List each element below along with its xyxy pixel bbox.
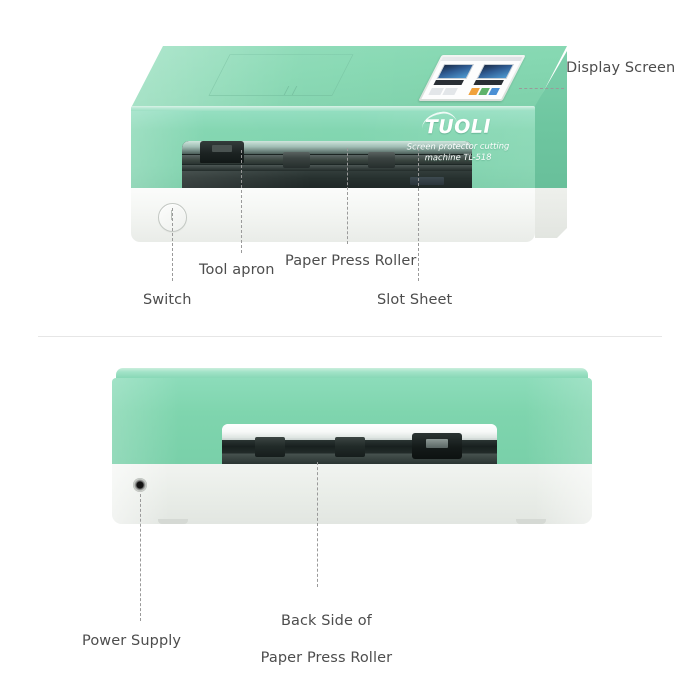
leader-line-slot-sheet (418, 148, 419, 281)
lid-panel-outline (208, 54, 354, 96)
brand-description-line-1: Screen protector cutting (406, 140, 510, 152)
callout-label-tool-apron: Tool apron (199, 262, 275, 278)
screen-status-bar (440, 57, 523, 61)
leader-line-display-screen (519, 88, 564, 89)
back-top-ridge (116, 368, 588, 379)
callout-label-power-supply: Power Supply (82, 633, 182, 649)
back-base-white (112, 464, 592, 524)
paper-press-roller-1 (283, 152, 310, 168)
slot-inner-plate (410, 177, 444, 185)
front-view-machine: TUOLI Screen protector cutting machine T… (131, 46, 567, 242)
screen-button-5 (488, 88, 500, 95)
back-paper-press-roller-1 (255, 437, 285, 457)
paper-press-roller-2 (368, 152, 395, 168)
leader-line-back-paper-press-roller (317, 462, 318, 587)
brand-badge: TUOLI Screen protector cutting machine T… (393, 109, 523, 164)
back-roller-label-line-1: Back Side of (280, 612, 372, 629)
slot-rail-upper (182, 155, 472, 164)
power-supply-port[interactable] (133, 478, 147, 492)
tool-apron-carriage (200, 141, 244, 163)
screen-caption-2 (473, 80, 504, 85)
callout-label-back-side-paper-press-roller: Back Side of Paper Press Roller (237, 593, 397, 686)
slot-glass-edge (182, 141, 472, 154)
leader-line-switch (172, 208, 173, 281)
slot-rail-lower (182, 165, 472, 171)
callout-label-paper-press-roller: Paper Press Roller (285, 253, 417, 269)
callout-label-display-screen: Display Screen (566, 60, 676, 76)
leader-line-power-supply (140, 494, 141, 621)
back-slot-opening (222, 424, 497, 465)
back-slot-hatch (226, 438, 252, 456)
callout-label-switch: Switch (143, 292, 192, 308)
leader-line-tool-apron (241, 150, 242, 253)
callout-label-slot-sheet: Slot Sheet (377, 292, 453, 308)
back-paper-press-roller-2 (335, 437, 365, 457)
back-view-machine (112, 368, 592, 528)
screen-thumbnail-1 (436, 64, 475, 79)
section-divider (38, 336, 662, 337)
body-top-ridge (131, 106, 535, 112)
screen-caption-1 (433, 80, 464, 85)
machine-base-front-white (131, 188, 535, 242)
back-roller-label-line-2: Paper Press Roller (260, 649, 393, 666)
machine-base-side-white (535, 188, 567, 238)
leader-line-paper-press-roller (347, 148, 348, 244)
back-foot-left (158, 519, 188, 524)
back-carriage-module (412, 433, 462, 459)
back-slot-bar-lower (222, 454, 497, 465)
brand-description-line-2: machine TL-518 (424, 152, 492, 163)
back-foot-right (516, 519, 546, 524)
brand-logo-text: TUOLI (424, 115, 492, 139)
slot-floor (182, 171, 472, 191)
screen-button-2 (442, 88, 458, 95)
screen-thumbnail-2 (476, 64, 515, 79)
slot-sheet-opening (182, 141, 472, 191)
